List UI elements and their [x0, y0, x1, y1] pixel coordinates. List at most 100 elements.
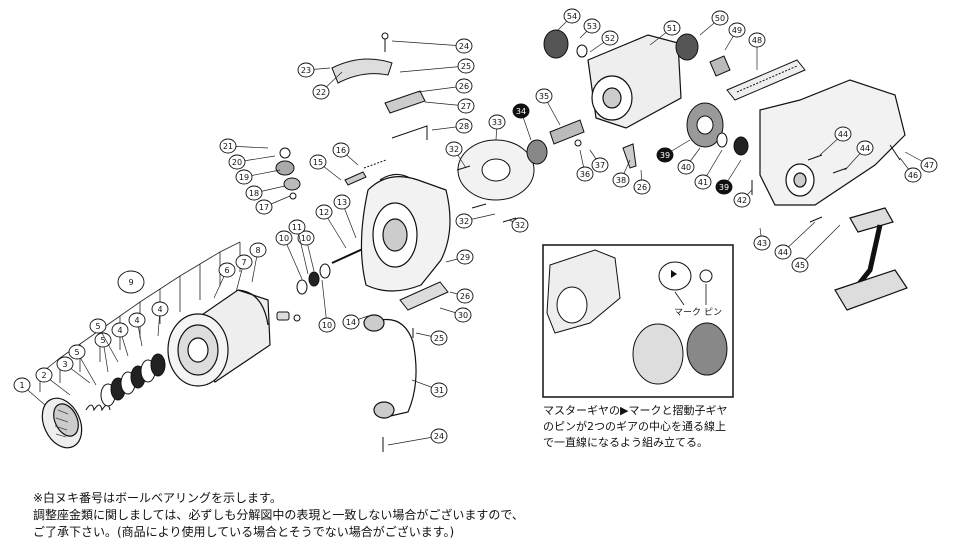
callout-circle — [455, 213, 473, 229]
pinion-gear-assembly — [457, 119, 637, 201]
callout-circle — [488, 114, 506, 130]
callout-circle — [297, 230, 315, 246]
callout-circle — [235, 254, 253, 270]
callout-circle — [457, 98, 475, 114]
callout-circle — [728, 22, 746, 38]
callout-circle — [68, 344, 86, 360]
callout-36: 36 — [576, 149, 594, 182]
callout-33: 33 — [488, 114, 506, 141]
callout-5: 5 — [94, 332, 112, 373]
callout-circle — [151, 301, 169, 317]
callout-number: 36 — [580, 170, 590, 179]
callout-circle — [445, 141, 463, 157]
callout-circle — [455, 38, 473, 54]
callout-number: 18 — [249, 189, 259, 198]
spool-clip — [276, 311, 301, 322]
callout-number: 20 — [232, 158, 242, 167]
callout-number: 7 — [241, 258, 246, 267]
callout-circle — [430, 428, 448, 444]
callout-circle — [920, 157, 938, 173]
callout-number: 14 — [346, 318, 356, 327]
callout-circle — [332, 142, 350, 158]
callout-leader — [321, 279, 328, 326]
callout-number: 5 — [74, 348, 79, 357]
callout-27: 27 — [424, 98, 475, 114]
callout-number: 2 — [41, 371, 46, 380]
callout-number: 46 — [908, 171, 918, 180]
callout-23: 23 — [297, 62, 331, 78]
callout-number: 45 — [795, 261, 805, 270]
callout-53: 53 — [579, 18, 601, 39]
callout-54: 54 — [557, 8, 581, 31]
callout-circle — [511, 217, 529, 233]
callout-10: 10 — [275, 230, 303, 280]
callout-26: 26 — [449, 288, 474, 304]
callout-44: 44 — [774, 221, 816, 260]
callout-circle — [612, 172, 630, 188]
callout-circle — [715, 179, 733, 195]
callout-number: 52 — [605, 34, 615, 43]
callout-number: 49 — [732, 26, 742, 35]
drag-washers — [100, 353, 166, 407]
callout-11: 11 — [288, 219, 309, 275]
callout-14: 14 — [342, 314, 369, 330]
callout-number: 29 — [460, 253, 470, 262]
callout-49: 49 — [724, 22, 746, 51]
callout-leader — [391, 40, 465, 47]
callout-48: 48 — [748, 32, 766, 70]
drag-knob — [41, 397, 83, 449]
callout-circle — [591, 157, 609, 173]
callout-5: 5 — [68, 344, 97, 386]
callout-number: 8 — [255, 246, 260, 255]
callout-circle — [856, 140, 874, 156]
callout-leader — [296, 226, 309, 275]
callout-circle — [219, 138, 237, 154]
callout-32: 32 — [455, 213, 496, 229]
callout-circle — [89, 318, 107, 334]
callout-number: 48 — [752, 36, 762, 45]
callout-10: 10 — [318, 279, 336, 333]
callout-number: 38 — [616, 176, 626, 185]
callout-number: 6 — [224, 266, 229, 275]
assembly-note: マスターギヤの▶マークと摺動子ギヤ のピンが2つのギアの中心を通る線上 で一直線… — [543, 403, 783, 451]
callout-circle — [228, 154, 246, 170]
callout-circle — [774, 244, 792, 260]
callout-circle — [454, 307, 472, 323]
callout-number: 40 — [681, 163, 691, 172]
callout-44: 44 — [844, 140, 874, 171]
callout-4: 4 — [151, 301, 169, 337]
callout-44: 44 — [819, 126, 852, 156]
callout-circle — [255, 199, 273, 215]
callout-number: 10 — [322, 321, 332, 330]
callout-number: 42 — [737, 196, 747, 205]
callout-4: 4 — [128, 312, 146, 347]
callout-15: 15 — [309, 154, 342, 181]
callout-number: 26 — [459, 82, 469, 91]
callout-circle — [94, 332, 112, 348]
callout-circle — [563, 8, 581, 24]
callout-21: 21 — [219, 138, 269, 154]
callout-24: 24 — [391, 38, 473, 54]
callout-12: 12 — [315, 204, 347, 249]
callout-number: 25 — [434, 334, 444, 343]
callout-17: 17 — [255, 195, 291, 215]
callout-28: 28 — [431, 118, 473, 134]
callout-4: 4 — [111, 322, 129, 357]
callout-47: 47 — [904, 151, 938, 173]
callout-number: 9 — [128, 278, 133, 287]
callout-9: 9 — [117, 270, 145, 294]
callout-number: 13 — [337, 198, 347, 207]
callout-number: 44 — [838, 130, 848, 139]
callout-3: 3 — [56, 356, 91, 384]
callout-number: 17 — [259, 203, 269, 212]
bail-trip-lever — [384, 90, 428, 140]
callout-circle — [275, 230, 293, 246]
callout-number: 3 — [62, 360, 67, 369]
callout-number: 32 — [459, 217, 469, 226]
callout-1: 1 — [13, 377, 46, 406]
screws — [381, 32, 901, 452]
callout-16: 16 — [332, 142, 359, 166]
callout-number: 28 — [459, 122, 469, 131]
callout-7: 7 — [235, 254, 253, 293]
callout-circle — [56, 356, 74, 372]
